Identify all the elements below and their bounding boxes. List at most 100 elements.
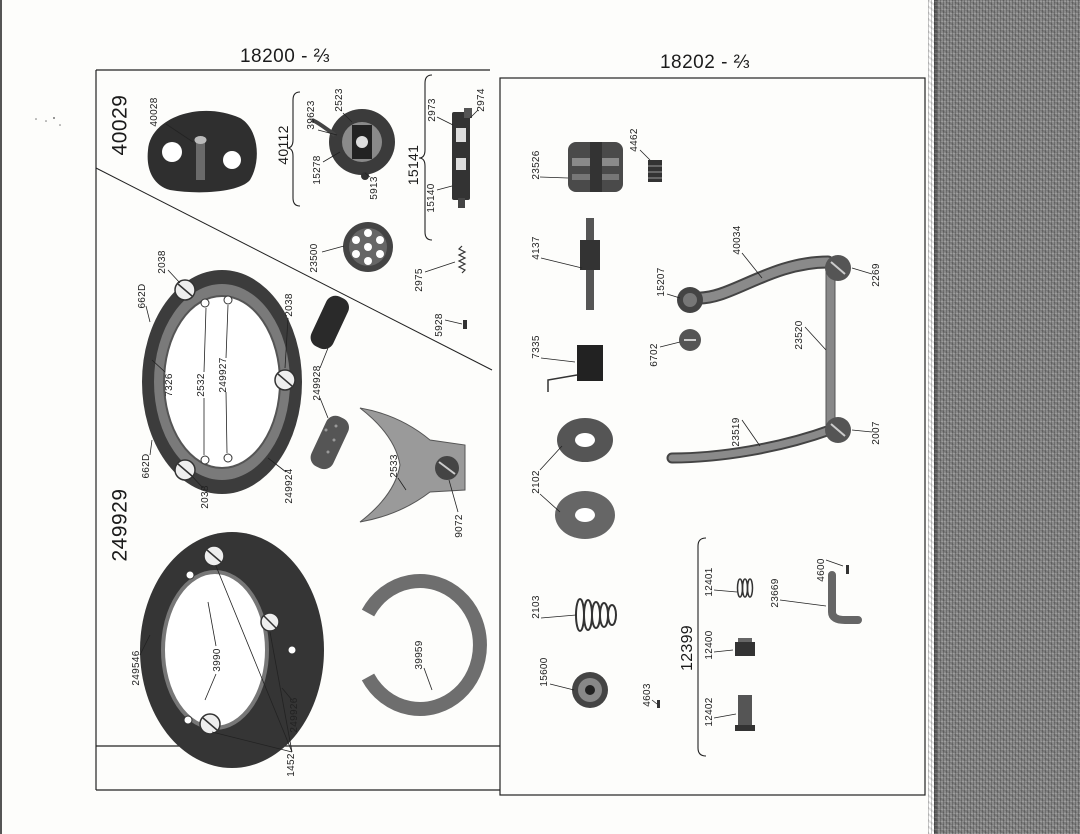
part-number-label: 4137 [531, 236, 542, 260]
page-heading-left: 18200 - ⅔ [239, 46, 331, 67]
part-23526-spool-illustration [568, 142, 623, 192]
part-number-label: 249546 [131, 650, 142, 686]
part-249928-felt-pads-illustration [310, 295, 349, 470]
part-number-label: 2102 [531, 470, 542, 494]
part-number-label: 249926 [289, 697, 300, 733]
part-number-label: 23500 [309, 243, 320, 273]
part-12400-bushing-illustration [735, 638, 755, 656]
scan-specks [35, 117, 61, 126]
bracket-40112 [286, 91, 301, 207]
part-2007-collar-illustration [825, 417, 851, 443]
part-2269-collar-illustration [825, 255, 851, 281]
bracket-12399 [697, 537, 707, 757]
page-heading-right: 18202 - ⅔ [659, 52, 751, 73]
part-number-label: 12402 [704, 697, 715, 727]
part-40028-illustration [147, 110, 257, 193]
part-7335-clip-illustration [547, 345, 603, 392]
part-2975-spring-illustration [457, 245, 467, 274]
part-number-label: 15140 [426, 183, 437, 213]
leader-lines [139, 109, 873, 753]
part-15600-knurled-nut-illustration [572, 672, 608, 708]
part-23520-shaft-illustration [825, 267, 836, 434]
part-number-label: 662D [137, 283, 148, 309]
part-2102-washers-illustration [555, 418, 615, 539]
part-number-label: 2974 [476, 88, 487, 112]
part-15141-latch-illustration [452, 108, 472, 208]
group-brackets [286, 74, 707, 757]
part-number-label: 39623 [306, 100, 317, 130]
part-number-label: 249924 [284, 468, 295, 504]
part-number-label: 2038 [200, 485, 211, 509]
assembly-number-label: 40112 [275, 125, 291, 165]
part-12401-spring-illustration [736, 578, 754, 598]
part-number-label: 2038 [284, 293, 295, 317]
part-number-label: 5913 [369, 176, 380, 200]
part-number-label: 40034 [732, 225, 743, 255]
part-number-label: 662D [141, 453, 152, 479]
part-number-label: 23520 [794, 320, 805, 350]
part-9072-screw [435, 456, 459, 480]
part-number-label: 249927 [218, 357, 229, 393]
part-5928-pin-illustration [463, 320, 467, 329]
part-number-label: 4600 [816, 558, 827, 582]
part-number-label: 2533 [389, 454, 400, 478]
part-number-label: 15600 [539, 657, 550, 687]
part-number-label: 7335 [531, 335, 542, 359]
part-4137-pin-illustration [580, 218, 600, 310]
part-4600-pin-illustration [846, 565, 849, 574]
left-panel-frame [95, 69, 500, 791]
part-number-label: 2973 [427, 98, 438, 122]
scan-edge [928, 0, 1080, 834]
part-15207-knob-illustration [677, 287, 703, 313]
assembly-number-label: 15141 [405, 144, 421, 186]
part-5913-screw [361, 172, 369, 180]
bracket-15141 [418, 74, 433, 241]
part-number-label: 12401 [704, 567, 715, 597]
part-23669-rod-illustration [828, 571, 862, 624]
part-number-label: 23526 [531, 150, 542, 180]
section-divider-diagonal [95, 167, 493, 371]
assembly-number-label: 40029 [108, 94, 132, 156]
part-number-label: 9072 [454, 514, 465, 538]
part-number-label: 2103 [531, 595, 542, 619]
part-4603-pin-illustration [657, 700, 660, 708]
part-number-label: 23519 [731, 417, 742, 447]
part-40034-lever-illustration [690, 255, 835, 305]
part-39959-retaining-ring-illustration [361, 574, 487, 716]
part-249926-base-plate-illustration [140, 532, 324, 768]
part-number-label: 15207 [656, 267, 667, 297]
part-249924-ring-plate-illustration [142, 270, 302, 494]
part-1452-screw [199, 545, 280, 735]
part-4462-screw-illustration [648, 160, 662, 182]
part-12402-pin-illustration [735, 695, 755, 731]
part-number-label: 7326 [164, 373, 175, 397]
part-number-label: 4603 [642, 683, 653, 707]
right-panel-frame [499, 77, 926, 796]
part-2038-screw [174, 279, 296, 481]
part-number-label: 40028 [149, 97, 160, 127]
part-number-label: 2532 [196, 373, 207, 397]
part-number-label: 23669 [770, 578, 781, 608]
part-number-label: 12400 [704, 630, 715, 660]
part-number-label: 3990 [212, 648, 223, 672]
part-number-label: 4462 [629, 128, 640, 152]
part-number-label: 2007 [871, 421, 882, 445]
part-number-label: 15278 [312, 155, 323, 185]
part-number-label: 249928 [312, 365, 323, 401]
part-number-label: 2523 [334, 88, 345, 112]
part-23500-bobbin-illustration [343, 222, 393, 272]
part-6702-screw-illustration [679, 329, 701, 351]
assembly-number-label: 249929 [108, 488, 132, 562]
part-40112-bobbin-case-illustration [311, 109, 395, 180]
part-number-label: 2269 [871, 263, 882, 287]
part-23519-lever-illustration [666, 424, 836, 464]
part-number-label: 1452 [286, 753, 297, 777]
part-2103-spring-illustration [575, 598, 617, 632]
part-2533-fork-illustration [359, 407, 466, 523]
part-number-label: 2038 [157, 250, 168, 274]
part-number-label: 5928 [434, 313, 445, 337]
part-number-label: 6702 [649, 343, 660, 367]
part-number-label: 39959 [414, 640, 425, 670]
